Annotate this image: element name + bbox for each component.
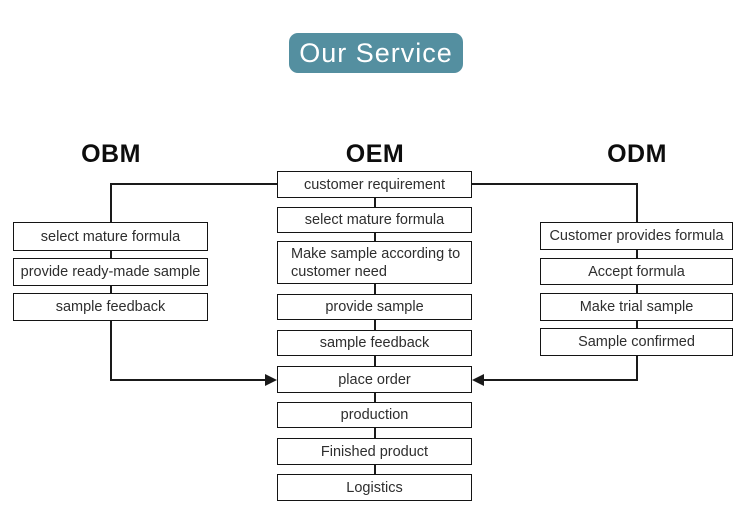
connector-bottom-left (110, 379, 267, 381)
column-header-oem: OEM (345, 140, 405, 168)
flow-box-odm-customer-provides-formula: Customer provides formula (540, 222, 733, 250)
flow-box-oem-place-order: place order (277, 366, 472, 393)
flow-box-obm-select-mature-formula: select mature formula (13, 222, 208, 251)
arrowhead-into-place-order-right (472, 374, 484, 386)
flow-box-oem-production: production (277, 402, 472, 428)
flow-box-odm-make-trial-sample: Make trial sample (540, 293, 733, 321)
flow-box-odm-accept-formula: Accept formula (540, 258, 733, 285)
column-header-odm: ODM (607, 140, 667, 168)
column-header-obm: OBM (81, 140, 141, 168)
arrowhead-into-place-order-left (265, 374, 277, 386)
connector-top-left (110, 183, 278, 185)
flow-box-oem-sample-feedback: sample feedback (277, 330, 472, 356)
flow-box-oem-customer-requirement: customer requirement (277, 171, 472, 198)
flow-box-oem-select-mature-formula: select mature formula (277, 207, 472, 233)
flow-box-oem-logistics: Logistics (277, 474, 472, 501)
connector-bottom-right (482, 379, 638, 381)
title-badge: Our Service (289, 33, 463, 73)
flow-box-obm-sample-feedback: sample feedback (13, 293, 208, 321)
connector-top-right (471, 183, 638, 185)
flow-box-obm-provide-ready-made-sample: provide ready-made sample (13, 258, 208, 286)
flow-box-odm-sample-confirmed: Sample confirmed (540, 328, 733, 356)
flow-box-oem-finished-product: Finished product (277, 438, 472, 465)
flow-box-oem-make-sample: Make sample according to customer need (277, 241, 472, 284)
page-title: Our Service (299, 37, 453, 68)
flow-box-oem-provide-sample: provide sample (277, 294, 472, 320)
